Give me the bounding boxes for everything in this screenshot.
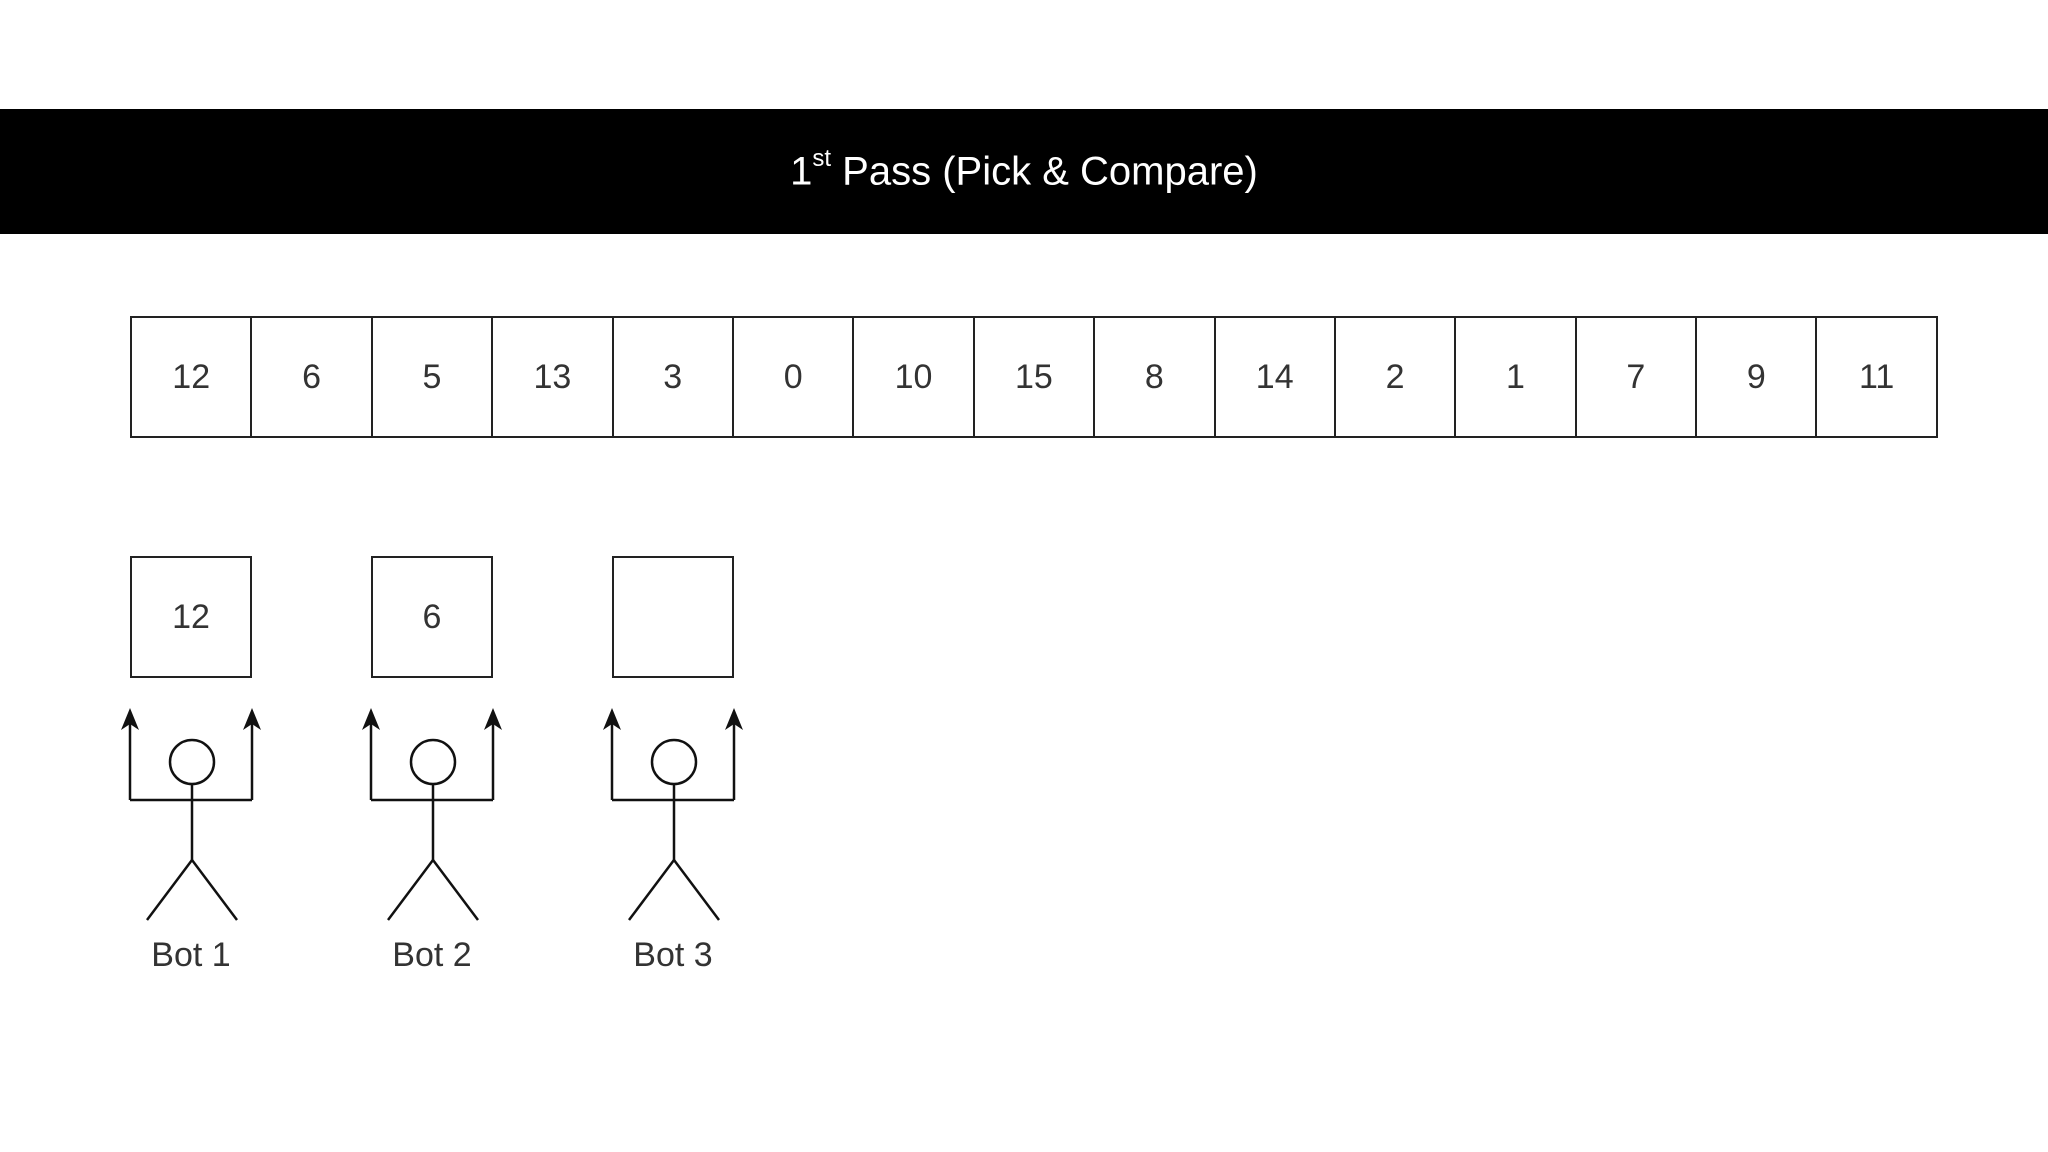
array-cell: 1 [1456, 316, 1577, 438]
array-cell: 12 [132, 316, 253, 438]
bot-1-label: Bot 1 [151, 936, 231, 974]
title-rest: Pass (Pick & Compare) [831, 149, 1258, 194]
array-cell: 6 [252, 316, 373, 438]
stick-figure-icon [362, 708, 502, 921]
array-cell: 9 [1697, 316, 1818, 438]
bot-1-held-value: 12 [130, 556, 252, 678]
array-cell: 2 [1335, 316, 1457, 438]
title-bar: 1st Pass (Pick & Compare) [0, 109, 2048, 234]
array-cell: 3 [613, 316, 734, 438]
array-cell: 15 [974, 316, 1096, 438]
array-cell: 10 [854, 316, 975, 438]
slide-title: 1st Pass (Pick & Compare) [790, 147, 1258, 194]
stick-figure-icon [121, 708, 261, 921]
array-cell: 0 [733, 316, 855, 438]
bot-3-label: Bot 3 [633, 936, 713, 974]
number-array: 12 6 5 13 3 0 10 15 8 14 2 1 7 9 11 [130, 316, 1938, 438]
bot-2-held-value: 6 [371, 556, 493, 678]
title-superscript: st [812, 145, 832, 173]
bot-1: 12 Bot 1 [121, 556, 280, 996]
bot-3: Bot 3 [603, 556, 762, 996]
bot-3-held-value [612, 556, 734, 678]
array-cell: 8 [1095, 316, 1216, 438]
array-cell: 11 [1817, 316, 1938, 438]
bot-2: 6 Bot 2 [362, 556, 521, 996]
stick-figure-icon [603, 708, 743, 921]
array-cell: 14 [1215, 316, 1336, 438]
array-cell: 5 [372, 316, 494, 438]
bot-2-label: Bot 2 [392, 936, 472, 974]
array-cell: 13 [493, 316, 614, 438]
title-number: 1 [790, 149, 813, 194]
array-cell: 7 [1576, 316, 1698, 438]
